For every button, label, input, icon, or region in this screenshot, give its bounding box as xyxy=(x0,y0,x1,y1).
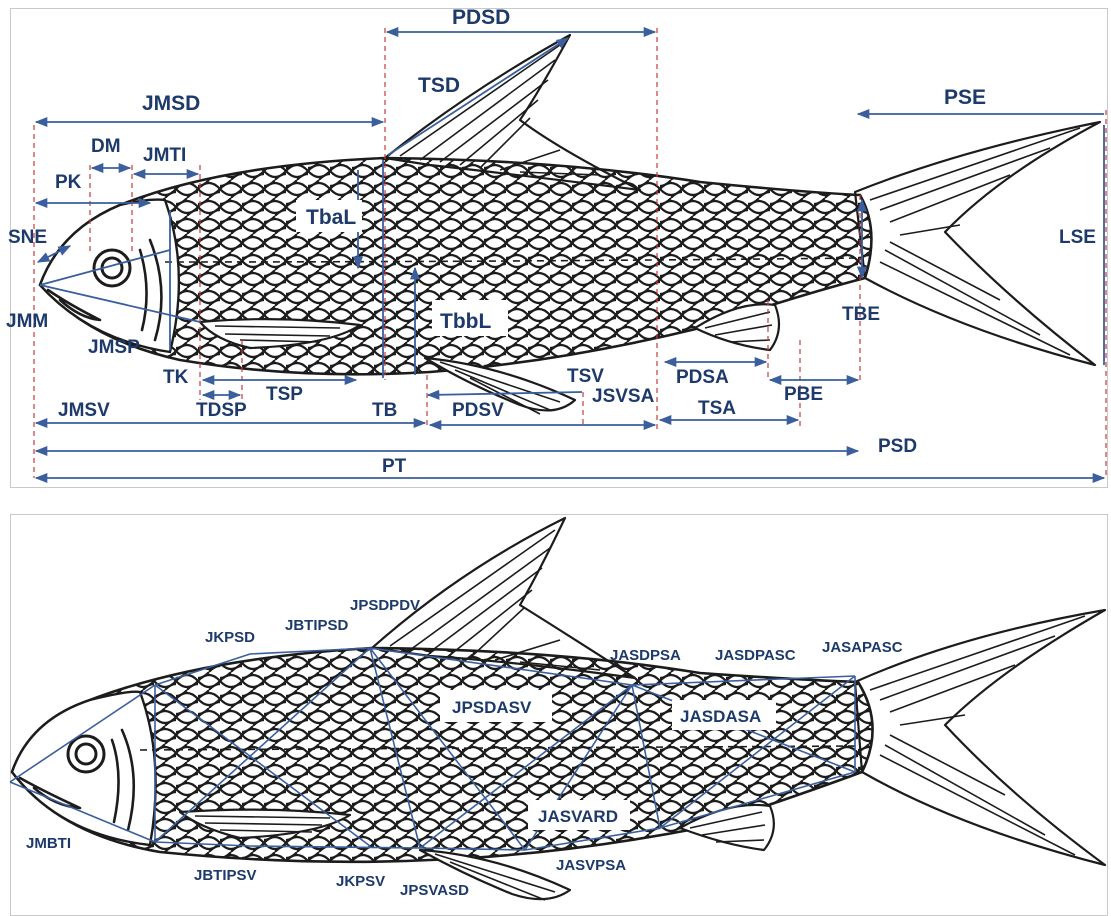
label-pse: PSE xyxy=(944,86,986,109)
label-jsvsa: JSVSA xyxy=(592,386,655,407)
label-jasvpsa: JASVPSA xyxy=(556,857,626,874)
label-pk: PK xyxy=(55,172,82,193)
label-pdsv: PDSV xyxy=(452,400,504,421)
label-jasvard: JASVARD xyxy=(538,807,618,826)
label-jbtipsv: JBTIPSV xyxy=(194,867,257,884)
label-tdsp: TDSP xyxy=(196,400,247,421)
label-jmsp: JMSP xyxy=(88,337,140,358)
label-jmsv: JMSV xyxy=(58,400,110,421)
label-pdsd: PDSD xyxy=(452,6,510,29)
label-jkpsd: JKPSD xyxy=(205,629,255,646)
morphometric-panel: PDSD TSD JMSD PSE DM JMTI PK TbaL SNE LS… xyxy=(0,0,1111,490)
label-psd: PSD xyxy=(878,436,917,457)
label-dm: DM xyxy=(91,136,121,157)
label-lse: LSE xyxy=(1059,227,1096,248)
label-tk: TK xyxy=(163,367,189,388)
label-tsv: TSV xyxy=(567,366,604,387)
label-tsd: TSD xyxy=(418,74,460,97)
label-jasapasc: JASAPASC xyxy=(822,639,903,656)
label-jkpsv: JKPSV xyxy=(336,873,385,890)
label-tb: TB xyxy=(372,400,397,421)
label-pdsa: PDSA xyxy=(676,367,729,388)
label-pt: PT xyxy=(382,456,407,477)
truss-panel: JPSDPDV JKPSD JBTIPSD JASDPSA JASDPASC J… xyxy=(0,510,1111,906)
label-jmm: JMM xyxy=(6,311,48,332)
label-tsa: TSA xyxy=(698,398,736,419)
label-tbe: TBE xyxy=(842,304,880,325)
label-pbe: PBE xyxy=(784,384,823,405)
label-jmsd: JMSD xyxy=(142,92,200,115)
label-tsp: TSP xyxy=(266,384,303,405)
label-jasdpasc: JASDPASC xyxy=(715,647,796,664)
truss-diagram: JPSDPDV JKPSD JBTIPSD JASDPSA JASDPASC J… xyxy=(0,510,1111,906)
label-jpsdpdv: JPSDPDV xyxy=(350,597,420,614)
label-tbal: TbaL xyxy=(306,206,356,229)
morphometric-diagram: PDSD TSD JMSD PSE DM JMTI PK TbaL SNE LS… xyxy=(0,0,1111,490)
label-jbtipsd: JBTIPSD xyxy=(285,617,349,634)
label-jpsvasd: JPSVASD xyxy=(400,882,469,899)
label-jasdpsa: JASDPSA xyxy=(610,647,681,664)
label-tbbl: TbbL xyxy=(440,310,491,333)
label-jpsdasv: JPSDASV xyxy=(452,698,532,717)
label-sne: SNE xyxy=(8,227,47,248)
label-jmbti: JMBTI xyxy=(26,835,71,852)
label-jmti: JMTI xyxy=(143,145,186,166)
label-jasdasa: JASDASA xyxy=(680,707,761,726)
